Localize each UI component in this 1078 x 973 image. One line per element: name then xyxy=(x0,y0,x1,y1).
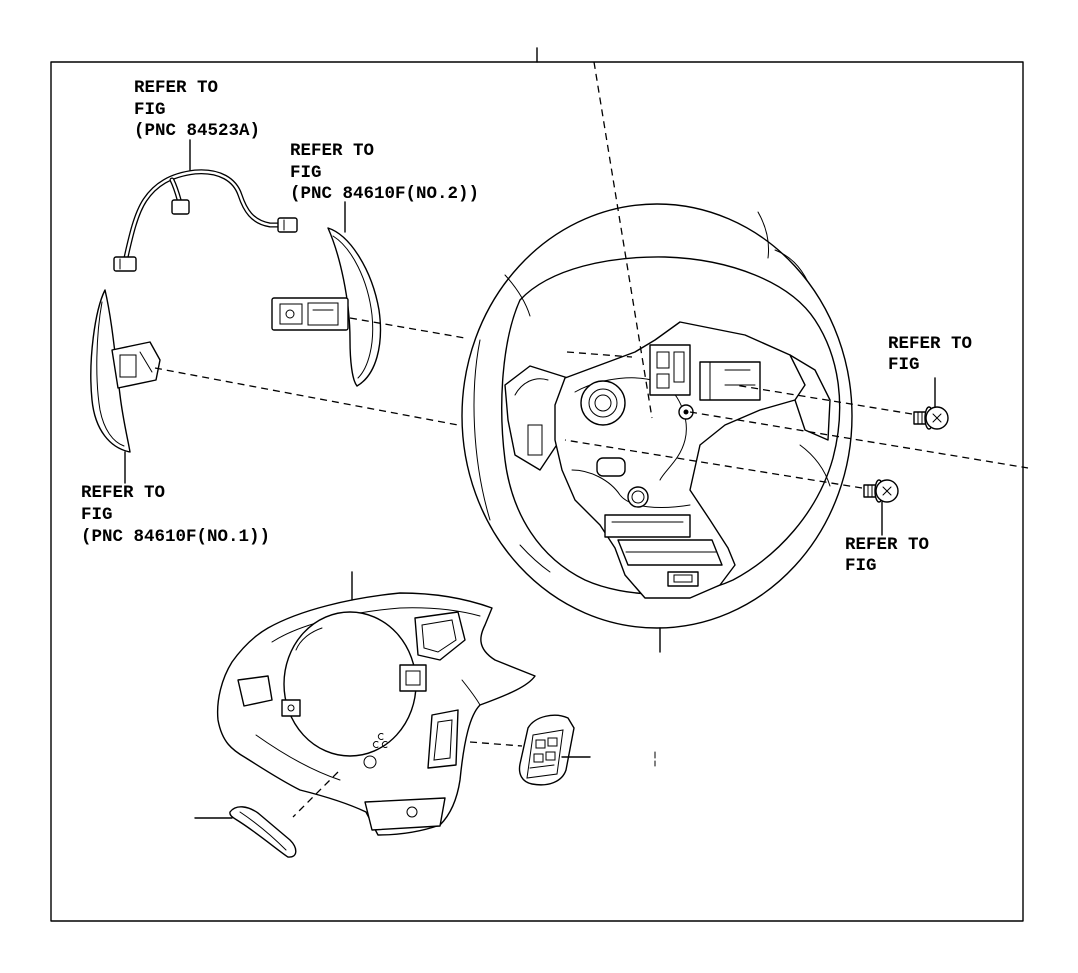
callout-line: (PNC 84523A) xyxy=(134,121,260,141)
callout-line: REFER TO xyxy=(290,141,374,161)
steering-wheel-boss xyxy=(580,380,626,426)
callout-line: (PNC 84610F(NO.2)) xyxy=(290,184,479,204)
steering-pad-switch xyxy=(518,714,575,786)
callout-paddle-no2: REFER TO FIG (PNC 84610F(NO.2)) xyxy=(290,141,479,204)
steering-wheel xyxy=(461,203,853,629)
steering-wheel-left-spoke xyxy=(504,365,569,471)
callout-bolt-lower: REFER TO FIG xyxy=(845,535,929,576)
callout-line: REFER TO xyxy=(134,78,218,98)
callout-line: FIG xyxy=(290,163,322,183)
callout-paddle-no1: REFER TO FIG (PNC 84610F(NO.1)) xyxy=(81,483,270,547)
harness-connector-mid xyxy=(171,199,190,215)
steering-wheel-lower-cover xyxy=(216,592,536,836)
callout-line: REFER TO xyxy=(845,535,929,555)
callout-wire-harness: REFER TO FIG (PNC 84523A) xyxy=(134,78,260,141)
bolt-upper xyxy=(913,406,949,430)
paddle-switch-no2 xyxy=(271,227,382,387)
callout-line: REFER TO xyxy=(81,483,165,503)
paddle-switch-no1 xyxy=(90,289,161,453)
callout-bolt-upper: REFER TO FIG xyxy=(888,334,972,375)
small-trim-cover xyxy=(229,806,297,858)
harness-connector-left xyxy=(113,256,137,272)
lower-cover-opening xyxy=(283,611,417,757)
callout-line: FIG xyxy=(845,556,877,576)
callout-line: FIG xyxy=(888,355,920,375)
bolt-lower xyxy=(863,479,899,503)
callout-line: FIG xyxy=(134,100,166,120)
harness-connector-right xyxy=(277,217,298,233)
callout-line: FIG xyxy=(81,505,113,525)
wire-harness xyxy=(113,169,298,272)
callout-line: REFER TO xyxy=(888,334,972,354)
callout-line: (PNC 84610F(NO.1)) xyxy=(81,527,270,547)
assembly-dashed-lines xyxy=(154,61,1029,818)
